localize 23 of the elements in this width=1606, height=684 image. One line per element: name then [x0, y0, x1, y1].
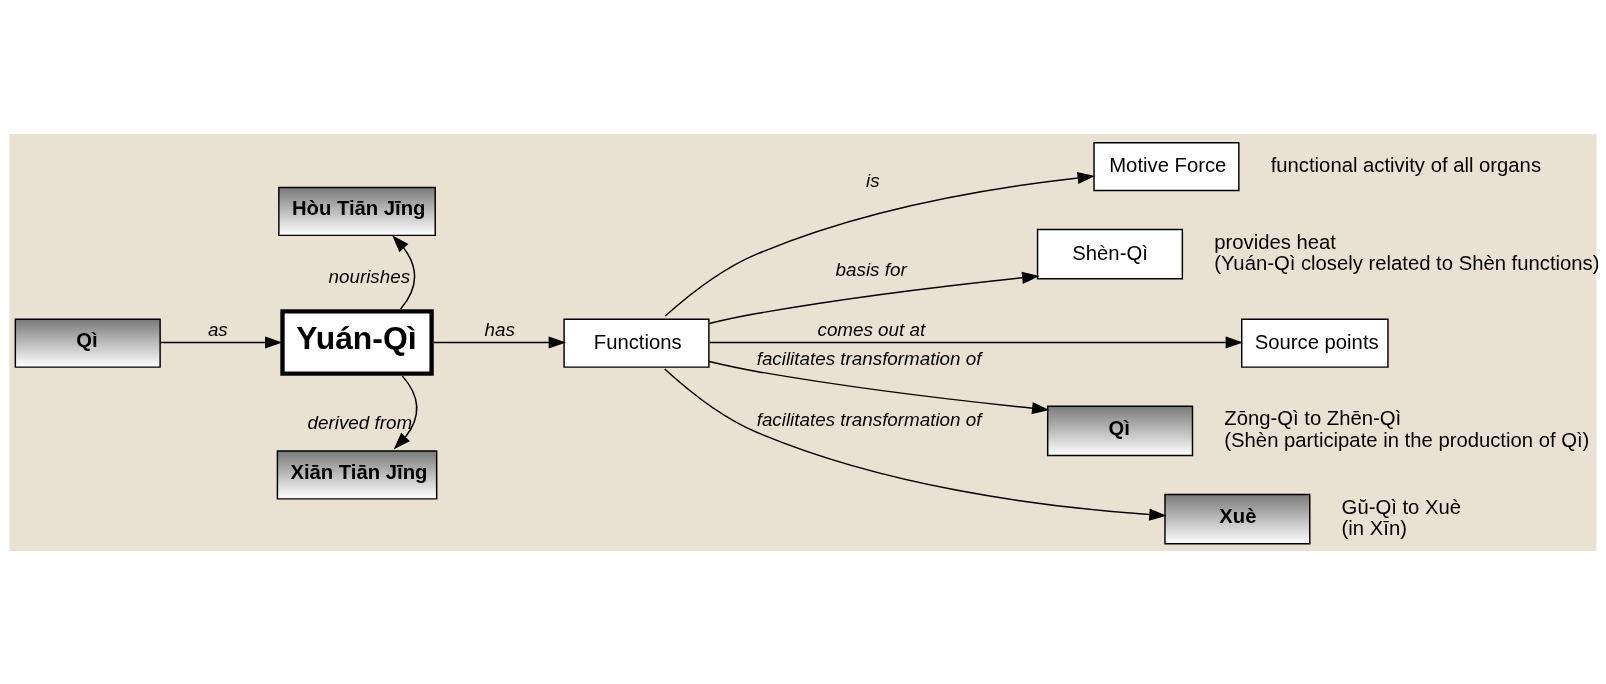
arrow	[664, 171, 1095, 317]
edge-label: comes out at	[817, 318, 926, 340]
arrow	[708, 335, 1243, 349]
edge-label: derived from	[307, 411, 413, 433]
edge-label: facilitates transformation of	[756, 347, 982, 369]
node-label: Gŭ-Qì to Xuè	[1341, 495, 1462, 518]
arrow	[664, 367, 1167, 521]
node-label: provides heat	[1214, 230, 1336, 253]
node-label: Zōng-Qì to Zhēn-Qì	[1224, 406, 1402, 429]
edge-label: basis for	[835, 258, 907, 280]
arrow	[159, 335, 283, 349]
node-label: functional activity of all organs	[1270, 153, 1542, 176]
arrow	[708, 360, 1050, 414]
arrow	[392, 234, 416, 310]
arrow	[393, 374, 418, 450]
edge-label: is	[865, 169, 880, 191]
edge-label: as	[207, 318, 228, 340]
node-label: (Shèn participate in the production of Qì)	[1224, 428, 1590, 451]
arrow	[708, 271, 1040, 324]
arrow	[433, 335, 567, 349]
edge-label: facilitates transformation of	[756, 408, 982, 430]
edge-label: has	[484, 318, 515, 340]
edge-label: nourishes	[328, 265, 411, 287]
